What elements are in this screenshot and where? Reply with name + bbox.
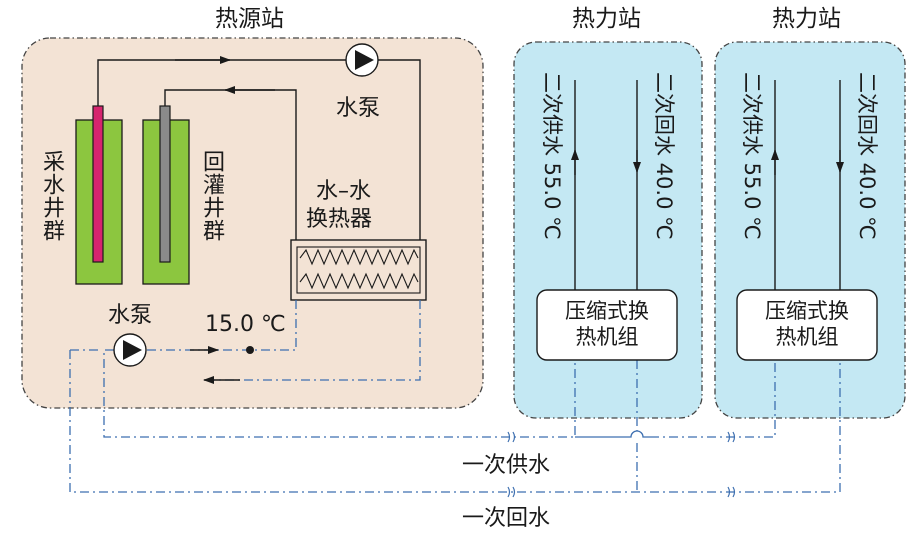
heat-station-1-title: 热力站 — [572, 6, 641, 32]
primary-return-label: 一次回水 — [462, 506, 551, 531]
heat-source-panel — [21, 37, 484, 409]
station-2-return-label: 二次回水 40.0 ℃ — [855, 72, 879, 240]
compressor-unit-2-box — [736, 289, 878, 361]
pipe-break-marks — [507, 431, 736, 498]
compressor-unit-2-label: 压缩式换 热机组 — [737, 298, 877, 350]
primary-return-pipe — [69, 300, 841, 493]
heat-source-title: 热源站 — [215, 6, 284, 32]
compressor-unit-1-line1: 压缩式换 — [565, 299, 649, 323]
production-wells-label: 采水井群 — [39, 150, 64, 242]
temperature-label: 15.0 ℃ — [205, 312, 286, 337]
primary-supply-pipe — [103, 300, 776, 438]
compressor-unit-1-label: 压缩式换 热机组 — [537, 298, 677, 350]
compressor-unit-1-line2: 热机组 — [575, 325, 639, 349]
primary-supply-crossover — [575, 430, 650, 438]
station-2-supply-label: 二次供水 55.0 ℃ — [740, 72, 764, 240]
station-1-secondary-lines — [571, 80, 641, 290]
station-1-return-label: 二次回水 40.0 ℃ — [652, 72, 676, 240]
heat-station-2-title: 热力站 — [772, 6, 841, 32]
source-loop-pipes — [97, 56, 421, 240]
heat-exchanger-label-line2: 换热器 — [306, 207, 373, 232]
station-2-secondary-lines — [771, 80, 844, 290]
primary-supply-label: 一次供水 — [462, 453, 551, 478]
heat-exchanger-symbol — [290, 239, 427, 301]
heat-exchanger-label-line1: 水–水 — [316, 179, 372, 204]
injection-wells-label: 回灌井群 — [199, 150, 224, 242]
compressor-unit-2-line2: 热机组 — [775, 325, 839, 349]
temperature-point — [246, 346, 254, 354]
top-pump-label: 水泵 — [336, 96, 381, 121]
injection-well-pipe — [159, 105, 171, 263]
bottom-pump-label: 水泵 — [108, 303, 153, 328]
compressor-unit-2-line1: 压缩式换 — [765, 299, 849, 323]
production-well-pipe — [92, 105, 104, 263]
bottom-pump-symbol — [113, 333, 147, 367]
station-1-supply-label: 二次供水 55.0 ℃ — [540, 72, 564, 240]
compressor-unit-1-box — [536, 289, 678, 361]
top-pump-symbol — [345, 43, 379, 77]
